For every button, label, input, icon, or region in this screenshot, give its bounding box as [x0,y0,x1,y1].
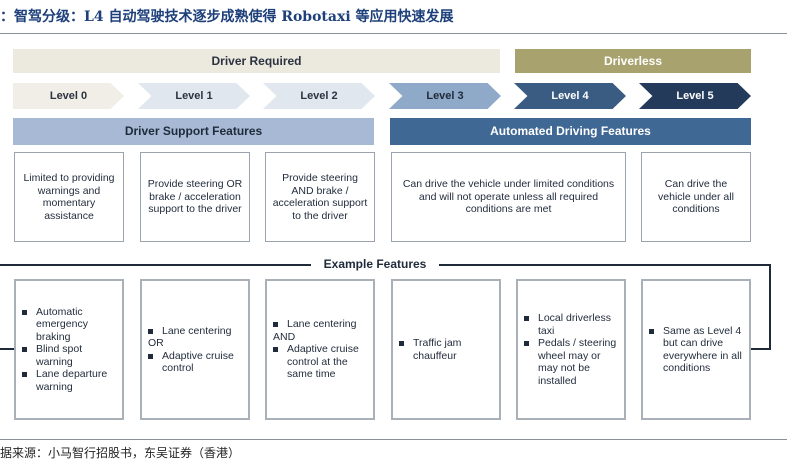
list-item: Blind spot warning [22,343,116,368]
level-0-description: Limited to providing warnings and moment… [14,152,124,242]
level-2-description: Provide steering AND brake / acceleratio… [265,152,375,242]
list-item: Lane centering [148,325,242,338]
level-2-examples: Lane centering AND Adaptive cruise contr… [265,279,375,420]
list-item: Automatic emergency braking [22,306,116,344]
level-4-chevron: Level 4 [514,83,626,109]
list-item: Lane centering [273,318,367,331]
list-item: Local driverless taxi [524,312,618,337]
level-5-description: Can drive the vehicle under all conditio… [641,152,751,242]
list-separator: OR [148,337,164,349]
level-3-examples: Traffic jam chauffeur [391,279,501,420]
level-1-description: Provide steering OR brake / acceleration… [140,152,250,242]
band-driver-required: Driver Required [13,49,500,73]
list-item: Same as Level 4 but can drive everywhere… [649,325,743,375]
list-item: Adaptive cruise control at the same time [273,343,367,381]
driver-support-header: Driver Support Features [13,118,374,145]
list-separator: AND [273,330,296,343]
level-0-examples: Automatic emergency braking Blind spot w… [14,279,124,420]
list-item: Pedals / steering wheel may or may not b… [524,337,618,387]
level-2-chevron: Level 2 [263,83,375,109]
level-5-chevron: Level 5 [639,83,751,109]
example-connector-stub-left [0,348,14,350]
level-4-examples: Local driverless taxi Pedals / steering … [516,279,626,420]
automated-driving-header: Automated Driving Features [390,118,751,145]
page-title: ：智驾分级：L4 自动驾驶技术逐步成熟使得 Robotaxi 等应用快速发展 [0,9,454,25]
level-1-examples: Lane centering OR Adaptive cruise contro… [140,279,250,420]
title-divider [0,33,787,34]
level-5-examples: Same as Level 4 but can drive everywhere… [641,279,751,420]
example-features-label: Example Features [311,256,439,272]
list-item: Traffic jam chauffeur [399,337,493,362]
example-connector-right [769,264,771,350]
level-0-chevron: Level 0 [13,83,124,109]
level-3-4-description: Can drive the vehicle under limited cond… [391,152,626,242]
level-1-chevron: Level 1 [138,83,250,109]
list-item: Adaptive cruise control [148,350,242,375]
band-driverless: Driverless [515,49,751,73]
list-item: Lane departure warning [22,368,116,393]
level-3-chevron: Level 3 [389,83,501,109]
footer-divider [0,439,787,440]
example-connector-stub-right [751,348,771,350]
source-note: 据来源：小马智行招股书，东吴证券（香港） [0,446,241,460]
